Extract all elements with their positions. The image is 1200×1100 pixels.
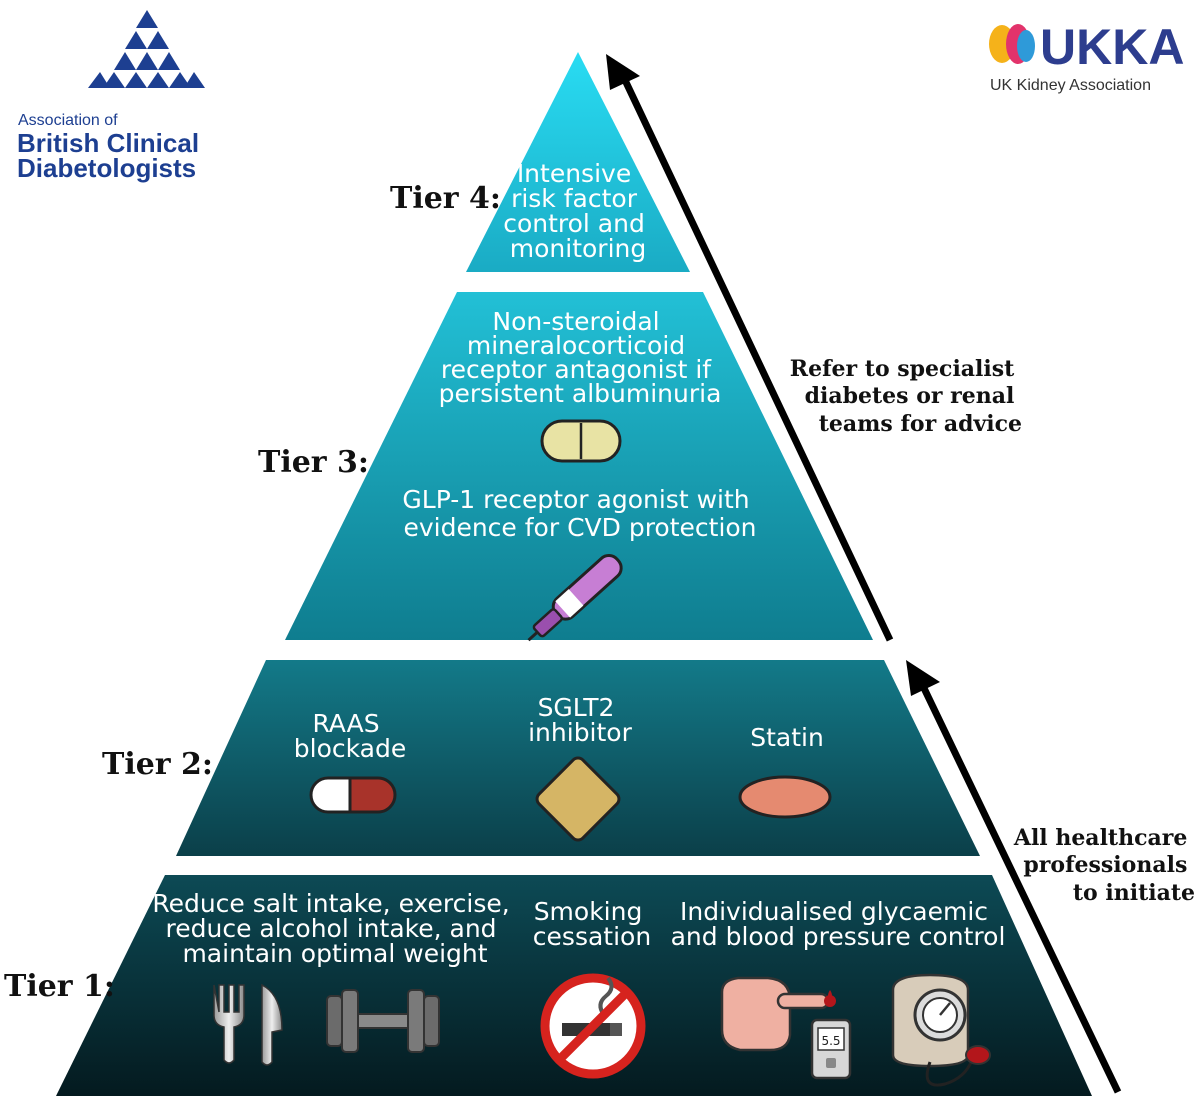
- abcd-logo-line1: Association of: [18, 112, 118, 129]
- tier4-band: [466, 52, 690, 272]
- tier2-raas-text: RAAS blockade: [294, 709, 406, 763]
- arrow-initiate-up: [906, 660, 1122, 1094]
- tier4-text: Intensive risk factor control and monito…: [503, 159, 653, 263]
- ukka-logo: UKKA UK Kidney Association: [989, 19, 1184, 94]
- tier1-lifestyle-text: Reduce salt intake, exercise, reduce alc…: [152, 889, 517, 968]
- tier3-label: Tier 3:: [258, 445, 369, 480]
- initiate-text: All healthcare professionals to initiate: [1013, 825, 1195, 906]
- ukka-kidney-mark: [989, 24, 1035, 64]
- glucose-meter-icon: 5.5: [720, 976, 852, 1080]
- injection-pen-icon: [527, 553, 623, 642]
- capsule-icon: [309, 776, 397, 814]
- blood-pressure-monitor-icon: [891, 973, 991, 1087]
- yellow-tablet-icon: [540, 419, 622, 463]
- abcd-logo-line2: British Clinical: [17, 128, 199, 158]
- tier2-statin-text: Statin: [750, 723, 824, 752]
- tier3-glp1-text: GLP-1 receptor agonist with evidence for…: [402, 485, 757, 542]
- ukka-logo-subtitle: UK Kidney Association: [990, 77, 1151, 94]
- tier2-label: Tier 2:: [102, 747, 213, 782]
- square-tablet-icon: [535, 756, 621, 842]
- ukka-logo-name: UKKA: [1040, 19, 1184, 75]
- tier2-sglt2-text: SGLT2 inhibitor: [528, 693, 632, 747]
- oval-tablet-icon: [738, 775, 832, 819]
- tier4-label: Tier 4:: [390, 181, 501, 216]
- dumbbell-icon: [326, 989, 440, 1053]
- no-smoking-icon: [540, 973, 646, 1079]
- cutlery-icon: [213, 983, 283, 1066]
- arrow-refer-up: [606, 54, 894, 642]
- tier1-glycaemic-text: Individualised glycaemic and blood press…: [671, 897, 1006, 951]
- tier1-smoking-text: Smoking cessation: [533, 897, 651, 951]
- tier3-nsmra-text: Non-steroidal mineralocorticoid receptor…: [439, 307, 722, 408]
- abcd-triangle-mark: [88, 10, 205, 88]
- abcd-logo-line3: Diabetologists: [17, 153, 196, 183]
- abcd-logo: Association of British Clinical Diabetol…: [17, 10, 205, 183]
- tier1-label: Tier 1:: [4, 969, 115, 1004]
- refer-text: Refer to specialist diabetes or renal te…: [790, 356, 1022, 437]
- tier3-band: [285, 292, 873, 640]
- meter-reading: 5.5: [821, 1034, 840, 1048]
